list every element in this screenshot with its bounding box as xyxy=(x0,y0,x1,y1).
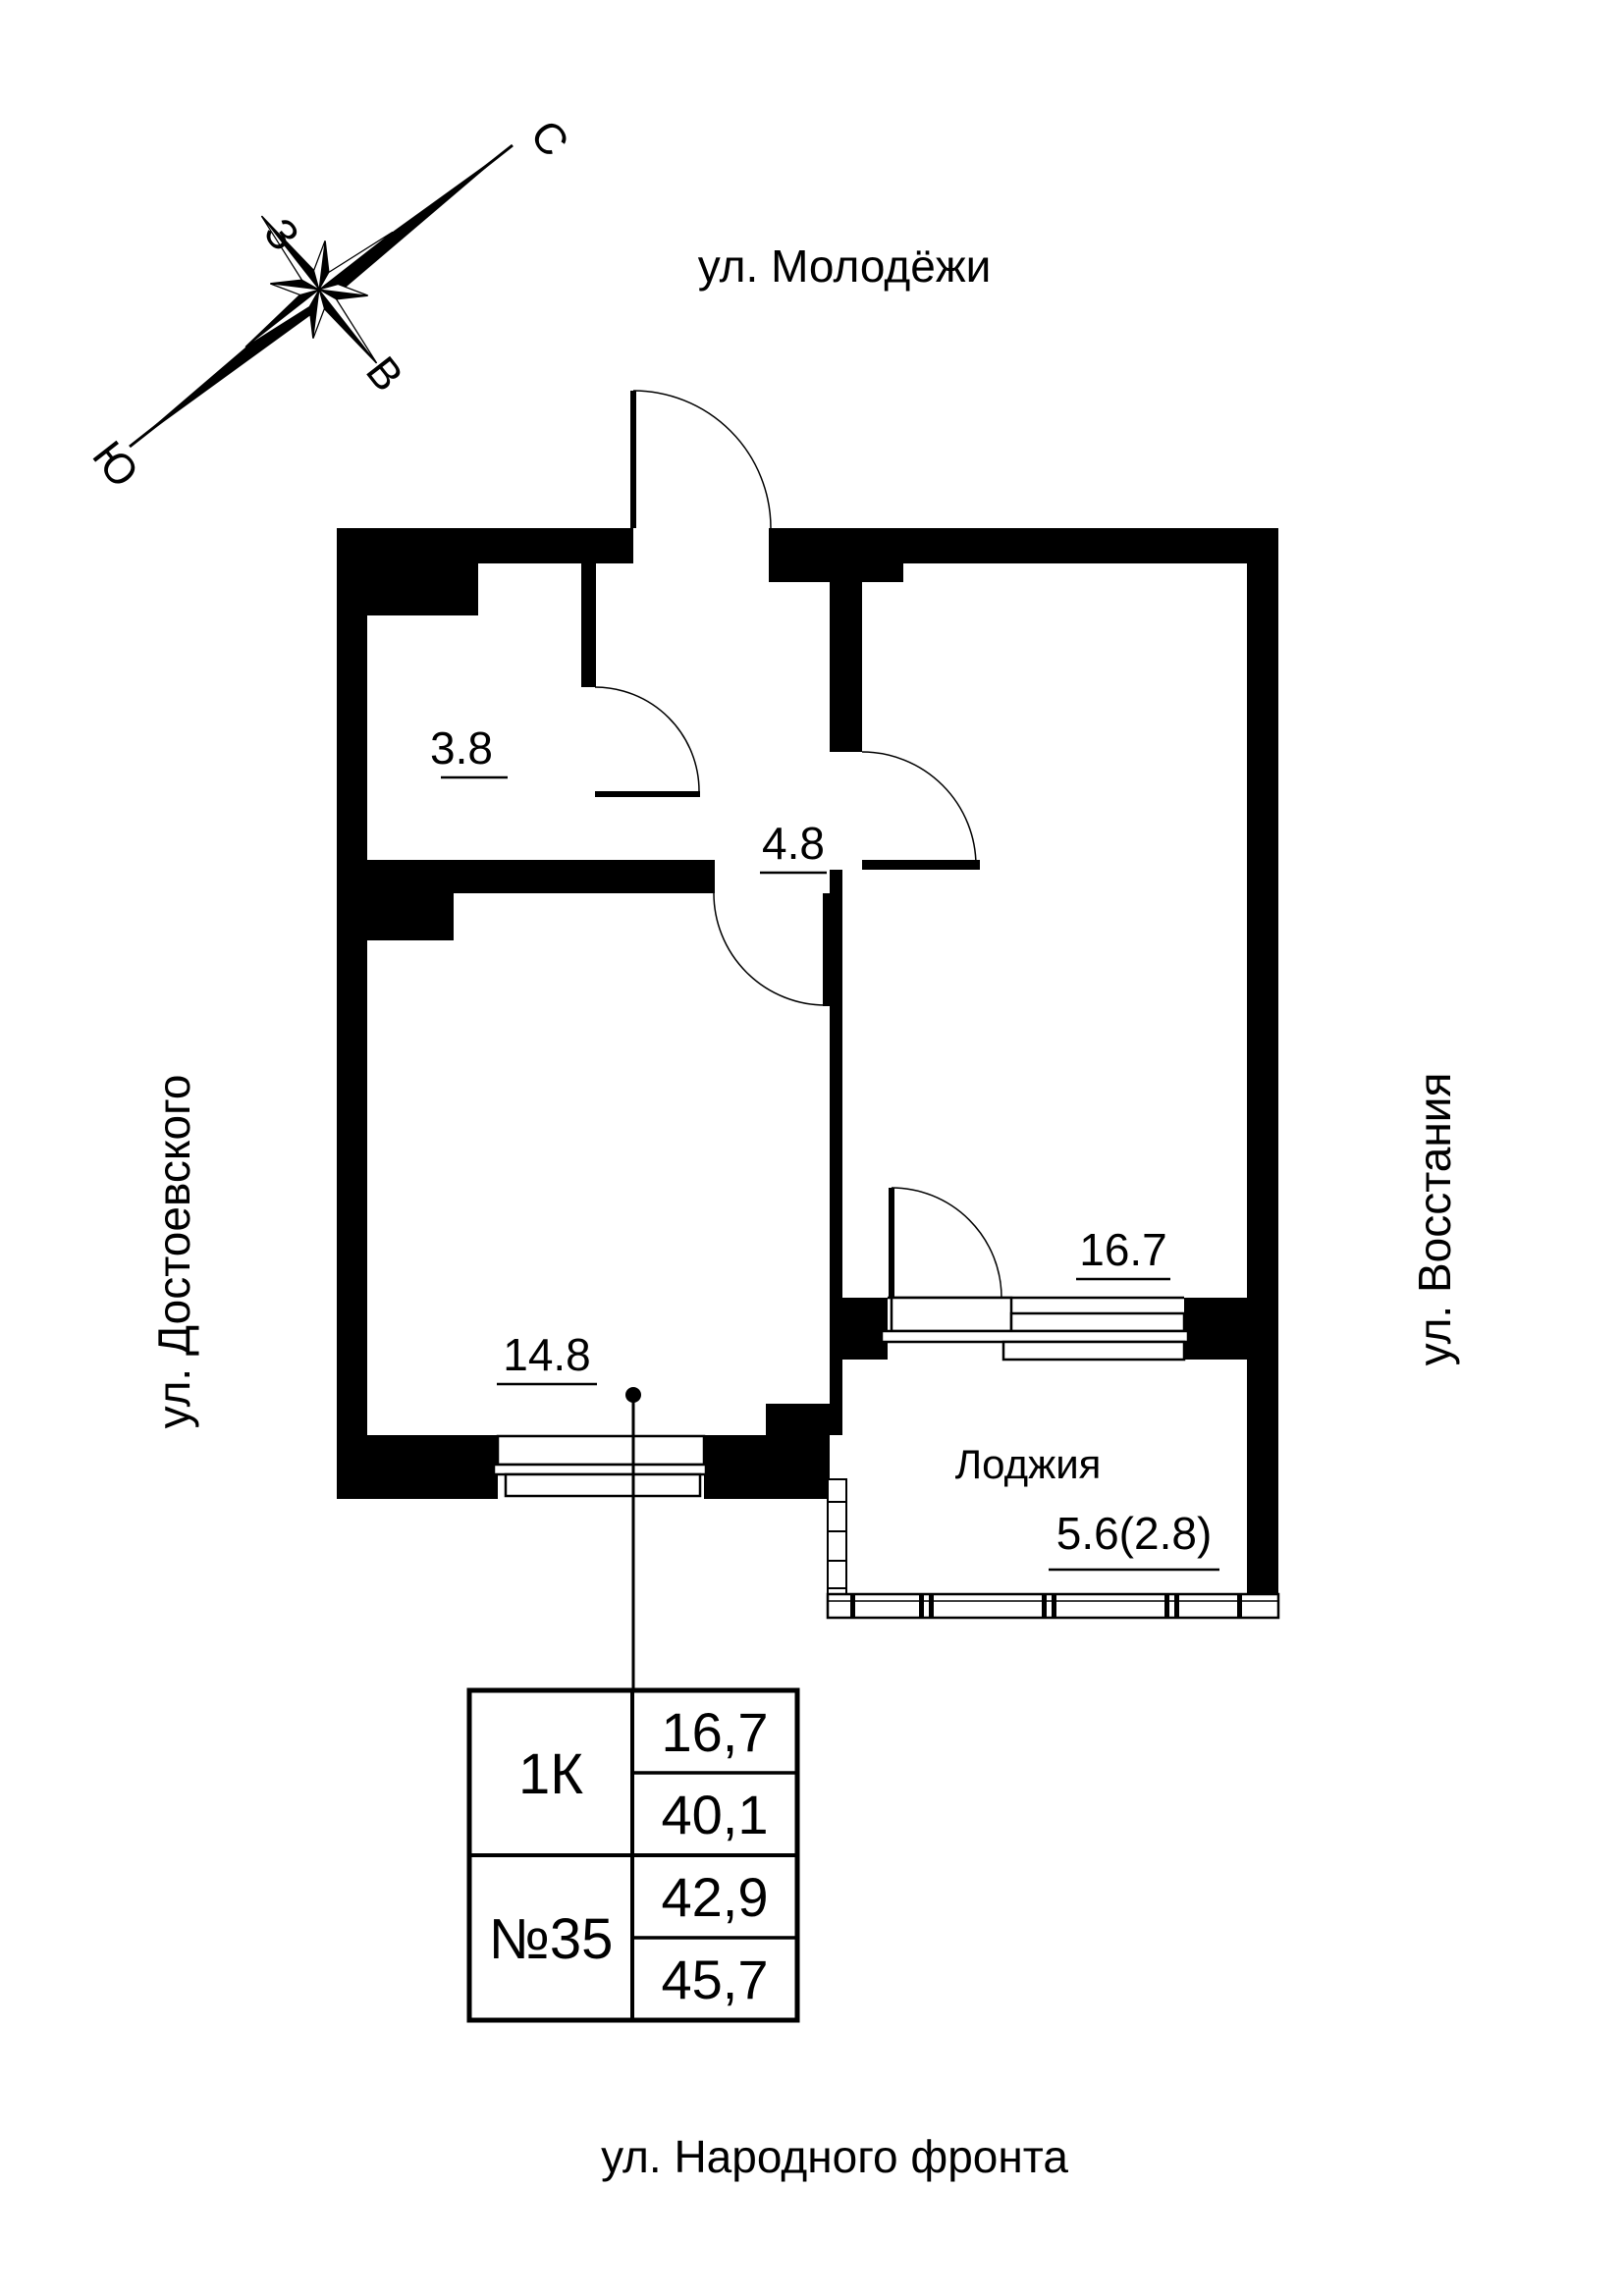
street-right-label: ул. Восстания xyxy=(1409,1073,1460,1366)
wall-living-bedroom xyxy=(830,870,842,1435)
wall-step-block xyxy=(367,890,454,940)
compass-south-label: Ю xyxy=(82,432,147,496)
living-window-outer xyxy=(504,1472,702,1498)
wall-loggia-corner-pier xyxy=(766,1404,830,1499)
loggia-name-label: Лоджия xyxy=(955,1441,1102,1487)
info-table: 1К №35 16,7 40,1 42,9 45,7 xyxy=(466,1687,800,2023)
loggia-glazing-left-rungs xyxy=(828,1501,846,1589)
area-value-cell-4: 45,7 xyxy=(662,1949,769,2010)
living-door-swing-arc xyxy=(713,892,827,1006)
entry-door-leaf xyxy=(630,391,636,528)
apartment-number-cell: №35 xyxy=(489,1907,614,1971)
bedroom-window-sill xyxy=(880,1329,1190,1344)
leader-dot xyxy=(625,1387,641,1403)
windows xyxy=(492,1296,1280,1620)
entry-door-swing-arc xyxy=(632,390,772,529)
bedroom-window-outer xyxy=(1001,1340,1186,1362)
loggia-glazing-mullions xyxy=(850,1594,1242,1618)
area-value-cell-3: 42,9 xyxy=(662,1866,769,1928)
loggia-area-label: 5.6(2.8) xyxy=(1056,1508,1213,1559)
living-window-sill xyxy=(492,1463,708,1476)
bedroom-door-leaf xyxy=(862,860,980,870)
bathroom-area-label: 3.8 xyxy=(430,722,493,774)
wall-hall-bedroom-upper xyxy=(830,563,862,752)
wall-bottom-left-segment xyxy=(337,1435,498,1499)
compass-east-label: В xyxy=(356,347,412,400)
wall-top-right xyxy=(769,528,1278,563)
balcony-door-swing-arc xyxy=(891,1187,1002,1299)
hallway-area-label: 4.8 xyxy=(762,818,825,869)
doors xyxy=(594,390,1002,1299)
room-labels: 3.8 4.8 14.8 16.7 Лоджия 5.6(2.8) xyxy=(430,722,1219,1572)
compass-north-label: С xyxy=(520,111,577,165)
bedroom-door-swing-arc xyxy=(861,751,977,867)
bedroom-window-frame xyxy=(1009,1311,1186,1333)
wall-top-left xyxy=(337,528,633,563)
wall-window-pier-left xyxy=(842,1298,888,1360)
living-door-leaf xyxy=(823,893,830,1006)
street-top-label: ул. Молодёжи xyxy=(698,240,992,292)
street-bottom-label: ул. Народного фронта xyxy=(601,2131,1068,2182)
compass-star-white-facets xyxy=(244,215,394,364)
wall-right xyxy=(1247,528,1278,1618)
living-window-frame xyxy=(496,1434,706,1467)
compass-rose: С Ю З В xyxy=(82,111,577,496)
leader xyxy=(625,1387,641,1690)
apartment-type-cell: 1К xyxy=(518,1742,583,1806)
bathroom-door-swing-arc xyxy=(594,686,700,792)
wall-bathroom-right xyxy=(581,563,596,687)
balcony-door-leaf xyxy=(889,1188,894,1298)
area-value-cell-1: 16,7 xyxy=(662,1701,769,1763)
street-labels: ул. Молодёжи ул. Народного фронта ул. До… xyxy=(148,240,1460,2182)
street-left-label: ул. Достоевского xyxy=(148,1075,199,1429)
wall-corner-block-topleft xyxy=(337,563,478,615)
balcony-door-frame xyxy=(890,1296,1013,1333)
area-value-cell-2: 40,1 xyxy=(662,1784,769,1845)
bedroom-area-label: 16.7 xyxy=(1079,1224,1167,1275)
walls xyxy=(337,528,1278,1618)
wall-window-pier-right xyxy=(1184,1298,1247,1360)
wall-hall-bottom xyxy=(367,860,715,893)
bathroom-door-leaf xyxy=(595,791,700,797)
wall-left xyxy=(337,528,367,1499)
living-area-label: 14.8 xyxy=(503,1329,591,1380)
